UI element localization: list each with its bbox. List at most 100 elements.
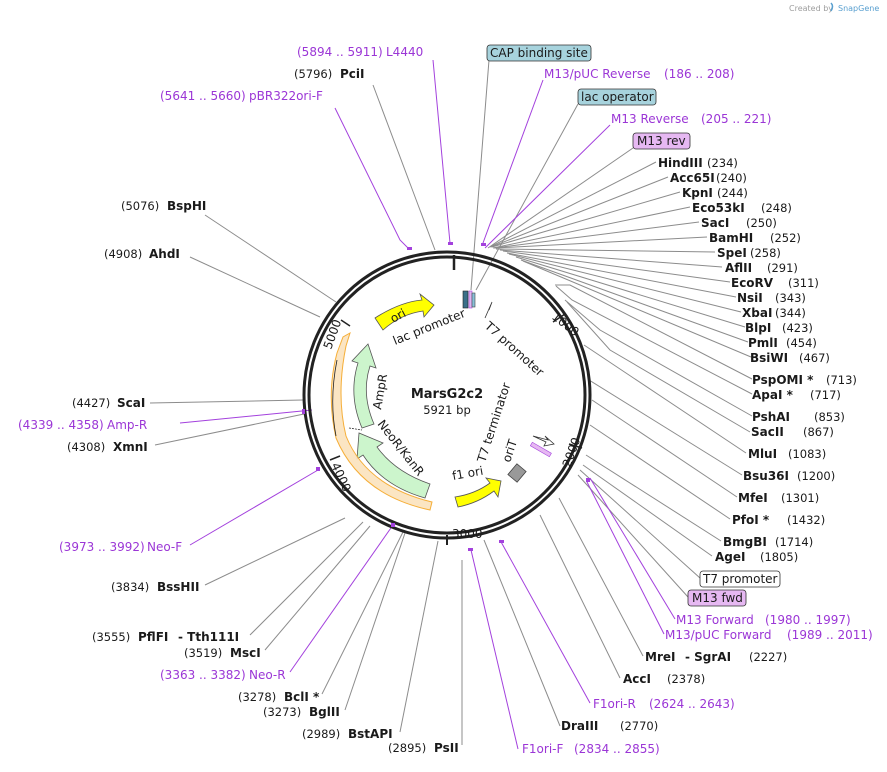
ahdi-name: AhdI xyxy=(149,247,180,261)
leader-site xyxy=(566,301,751,433)
leader-m13-fwd-box xyxy=(577,474,689,598)
m13-forward-name: M13 Forward xyxy=(676,613,754,627)
xmni-name: XmnI xyxy=(113,440,148,454)
site-name: SpeI xyxy=(717,246,747,260)
site-position: (291) xyxy=(767,261,798,275)
leader-t7-promoter-box xyxy=(579,469,701,579)
site-position: (454) xyxy=(786,336,817,350)
site-name: MfeI xyxy=(738,491,768,505)
leader-mrei xyxy=(558,497,644,657)
t7-promoter-label: T7 promoter xyxy=(481,318,546,379)
leader-site xyxy=(499,249,723,268)
site-position: (853) xyxy=(814,410,845,424)
right-lower-labels: T7 promoter M13 fwd M13 Forward (1980 ..… xyxy=(522,570,873,756)
f1ori-f-name: F1ori-F xyxy=(522,742,563,756)
backbone-inner-ring xyxy=(307,255,587,535)
t7-promoter-arrow xyxy=(484,301,493,319)
site-name: NsiI xyxy=(737,291,763,305)
tick-1000 xyxy=(552,313,566,323)
neor-arrow xyxy=(356,432,431,499)
neo-r-name: Neo-R xyxy=(249,668,286,682)
leader-lines xyxy=(149,59,753,750)
site-position: (867) xyxy=(803,425,834,439)
leader-bsshii xyxy=(204,517,346,586)
leader-f1ori-r xyxy=(499,539,591,704)
ori-label: ori xyxy=(388,306,408,326)
f1ori-r-position: (2624 .. 2643) xyxy=(649,697,735,711)
site-position: (1432) xyxy=(787,513,825,527)
f1ori-f-position: (2834 .. 2855) xyxy=(574,742,660,756)
bstapi-position: (2989) xyxy=(302,727,340,741)
site-name: SacII xyxy=(751,425,784,439)
site-position: (234) xyxy=(707,156,738,170)
site-position: (717) xyxy=(810,388,841,402)
site-name: PshAI xyxy=(752,410,790,424)
leader-f1ori-f xyxy=(470,549,519,750)
credit-prefix: Created by xyxy=(789,4,833,13)
lac-operator-mark xyxy=(471,292,476,308)
leader-bglii xyxy=(344,532,406,711)
site-position: (1083) xyxy=(788,447,826,461)
resistance-highlight xyxy=(330,331,433,511)
msci-position: (3519) xyxy=(184,646,222,660)
site-position: (240) xyxy=(716,171,747,185)
site-name: PmlI xyxy=(748,336,778,350)
site-position: (1301) xyxy=(781,491,819,505)
site-position: (467) xyxy=(799,351,830,365)
credit-brand: SnapGene xyxy=(838,4,879,13)
leader-scai xyxy=(149,399,304,404)
primer-mark xyxy=(468,548,473,551)
neo-f-position: (3973 .. 3992) xyxy=(59,540,145,554)
site-name: BsiWI xyxy=(750,351,788,365)
leader-m13-forward xyxy=(589,477,676,620)
m13puc-reverse-position: (186 .. 208) xyxy=(664,67,734,81)
l4440-position: (5894 .. 5911) xyxy=(297,45,383,59)
site-name: XbaI xyxy=(742,306,772,320)
ampr-arrow xyxy=(351,343,377,429)
bcli-position: (3278) xyxy=(238,690,276,704)
leader-l4440 xyxy=(432,59,451,244)
site-position: (344) xyxy=(775,306,806,320)
site-name: ApaI * xyxy=(752,388,794,402)
leader-site xyxy=(520,259,749,343)
primer-mark xyxy=(407,247,412,250)
leader-site xyxy=(502,250,731,283)
psti-position: (2895) xyxy=(388,741,426,755)
plasmid-length: 5921 bp xyxy=(423,403,471,417)
leader-bsphi xyxy=(204,214,337,303)
left-labels: (5076) BspHI (4908) AhdI (4427) ScaI (43… xyxy=(18,199,459,755)
site-position: (248) xyxy=(761,201,792,215)
site-name: BmgBI xyxy=(723,535,767,549)
leader-neo-f xyxy=(189,469,319,546)
mrei-position: (2227) xyxy=(749,650,787,664)
m13puc-forward-name: M13/pUC Forward xyxy=(665,628,772,642)
leader-m13puc-rev xyxy=(482,79,544,244)
m13puc-reverse-name: M13/pUC Reverse xyxy=(544,67,651,81)
mrei-name: MreI xyxy=(645,650,675,664)
tick-2000 xyxy=(568,443,583,449)
bsshii-position: (3834) xyxy=(111,580,149,594)
leader-site xyxy=(493,221,700,249)
leader-site xyxy=(589,424,731,520)
tick-label-4000: 4000 xyxy=(328,460,354,494)
primer-mark xyxy=(586,478,590,482)
orit-label: oriT xyxy=(500,437,521,464)
site-name: Eco53kI xyxy=(692,201,745,215)
site-name: Acc65I xyxy=(670,171,715,185)
primer-mark xyxy=(499,540,504,543)
leader-cap xyxy=(470,59,490,291)
primer-mark xyxy=(481,243,486,246)
leader-site xyxy=(491,191,681,248)
pflfi-name: PflFI xyxy=(138,630,168,644)
site-position: (343) xyxy=(775,291,806,305)
acci-position: (2378) xyxy=(667,672,705,686)
leader-site xyxy=(583,344,747,454)
neo-r-position: (3363 .. 3382) xyxy=(160,668,246,682)
draiii-position: (2770) xyxy=(620,719,658,733)
bglii-position: (3273) xyxy=(263,705,301,719)
site-name: MluI xyxy=(748,447,777,461)
site-name: KpnI xyxy=(682,186,713,200)
f1-ori-arrow xyxy=(454,477,502,508)
